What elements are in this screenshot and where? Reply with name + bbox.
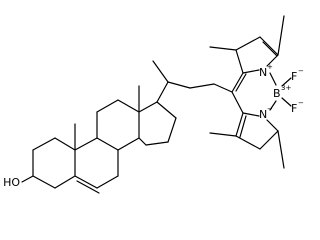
upper-pyrrole-ring [235,36,279,74]
angular-methyl-groups [74,85,140,151]
pyrrole-methyl-groups [209,15,285,169]
fluorine-lower-label: F [291,102,297,115]
nitrogen-upper-charge: + [267,63,273,71]
hydroxyl-label: HO [3,176,20,189]
ring-b [74,137,119,194]
nitrogen-upper-label: N [259,66,267,79]
nitrogen-lower-label: N [259,108,267,121]
chemical-structure-diagram: HO N + N − B 3+ F − F − [3,15,304,194]
hydroxyl-bond [21,175,34,183]
side-chain [152,60,233,103]
boron-label: B [273,87,281,100]
boron-charge: 3+ [281,84,291,92]
ring-a [32,137,76,189]
ring-c [96,99,140,151]
boron-bonds [269,72,292,111]
fluorine-lower-charge: − [298,99,304,107]
fluorine-upper-label: F [291,70,297,83]
meso-linkage [231,72,247,114]
fluorine-upper-charge: − [298,67,304,75]
ring-d [138,101,177,146]
nitrogen-lower-charge: − [267,105,273,113]
lower-pyrrole-ring [235,112,279,150]
